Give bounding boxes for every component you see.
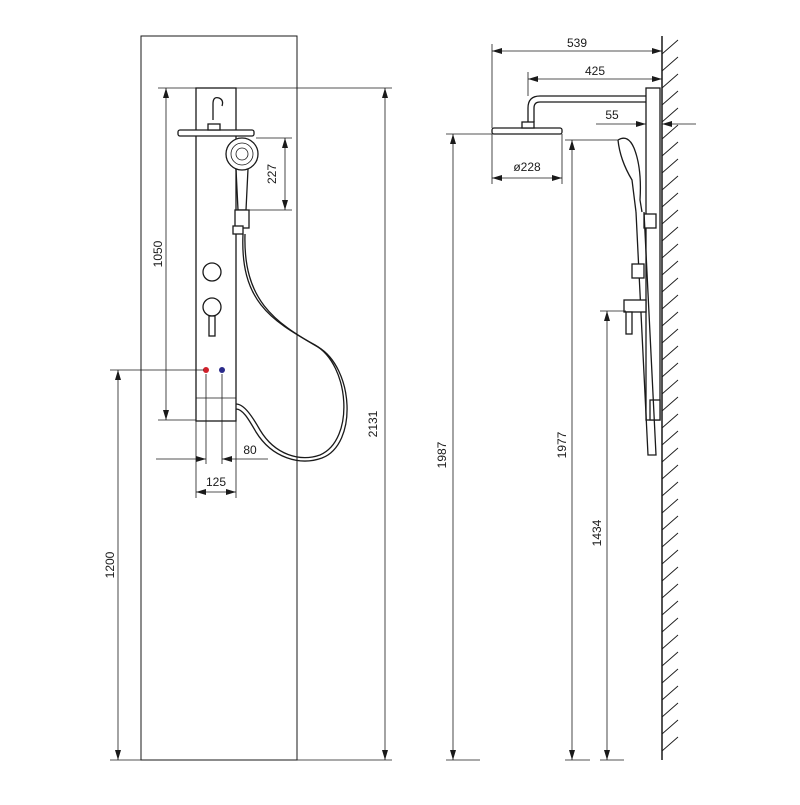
dim-handshower: 227 <box>265 164 279 184</box>
mixer-side <box>623 299 647 313</box>
hatch-mark <box>661 736 679 752</box>
hatch-mark <box>661 583 679 599</box>
dim-handshower-height: 1977 <box>555 431 569 458</box>
hatch-mark <box>661 39 679 55</box>
shower-panel <box>195 87 237 422</box>
hatch-mark <box>661 243 679 259</box>
front-view: 2131 1050 227 1200 80 <box>103 35 392 761</box>
wall-hatching <box>661 39 679 752</box>
hatch-mark <box>661 481 679 497</box>
hatch-mark <box>661 175 679 191</box>
dim-panel-depth: 55 <box>605 108 619 122</box>
dim-head-height: 1987 <box>435 441 449 468</box>
hot-inlet-dot <box>203 367 209 373</box>
hatch-mark <box>661 396 679 412</box>
hatch-mark <box>661 464 679 480</box>
hatch-mark <box>661 294 679 310</box>
hand-shower-side <box>617 137 643 213</box>
shower-hose <box>235 233 345 459</box>
cold-inlet-dot <box>219 367 225 373</box>
hatch-mark <box>661 566 679 582</box>
dim-inlet-spacing: 80 <box>243 443 257 457</box>
rain-shower-head <box>177 129 255 137</box>
hatch-mark <box>661 532 679 548</box>
dim-inlet-height: 1200 <box>103 551 117 578</box>
hatch-mark <box>661 260 679 276</box>
hatch-mark <box>661 345 679 361</box>
hatch-mark <box>661 158 679 174</box>
hatch-mark <box>661 634 679 650</box>
diverter-side <box>631 263 645 279</box>
dim-panel-span: 1050 <box>151 240 165 267</box>
hatch-mark <box>661 73 679 89</box>
hatch-mark <box>661 90 679 106</box>
hatch-mark <box>661 192 679 208</box>
hatch-mark <box>661 141 679 157</box>
side-view: 539 425 55 ø228 1987 1977 <box>435 36 696 761</box>
hand-shower <box>225 137 259 235</box>
hatch-mark <box>661 447 679 463</box>
hatch-mark <box>661 379 679 395</box>
hatch-mark <box>661 311 679 327</box>
hatch-mark <box>661 702 679 718</box>
dim-arm: 425 <box>585 64 605 78</box>
hatch-mark <box>661 124 679 140</box>
hatch-mark <box>661 413 679 429</box>
dim-mixer-height: 1434 <box>590 519 604 546</box>
hatch-mark <box>661 685 679 701</box>
shower-arm-side <box>527 95 646 122</box>
hatch-mark <box>661 617 679 633</box>
hatch-mark <box>661 600 679 616</box>
panel-side <box>645 87 661 421</box>
hatch-mark <box>661 277 679 293</box>
dim-head-diameter: ø228 <box>513 160 541 174</box>
hatch-mark <box>661 56 679 72</box>
hatch-mark <box>661 719 679 735</box>
hatch-mark <box>661 515 679 531</box>
hatch-mark <box>661 430 679 446</box>
hatch-mark <box>661 668 679 684</box>
dim-arm-total: 539 <box>567 36 587 50</box>
dim-panel-width: 125 <box>206 475 226 489</box>
hatch-mark <box>661 362 679 378</box>
hatch-mark <box>661 328 679 344</box>
hatch-mark <box>661 498 679 514</box>
dim-height-total: 2131 <box>366 410 380 437</box>
wall-outline <box>140 35 298 761</box>
overhead-arm <box>212 96 224 120</box>
hatch-mark <box>661 209 679 225</box>
hatch-mark <box>661 651 679 667</box>
hatch-mark <box>661 226 679 242</box>
hatch-mark <box>661 107 679 123</box>
rain-head-side <box>491 127 563 135</box>
mixer-knob <box>202 297 222 317</box>
diverter-knob <box>202 262 222 282</box>
hatch-mark <box>661 549 679 565</box>
